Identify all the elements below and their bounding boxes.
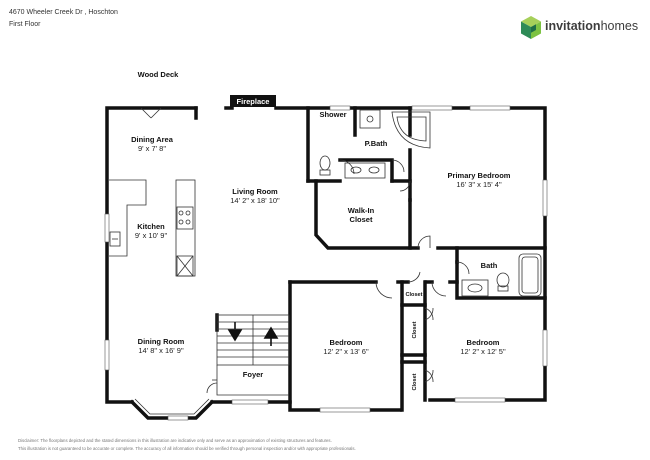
windows [104,105,548,421]
closet-low-label: Closet [412,373,418,390]
property-address: 4670 Wheeler Creek Dr , Hoschton [9,9,118,16]
cube-logo-icon [521,16,541,39]
living-room-label: Living Room [232,187,278,196]
disclaimer-line-1: Disclaimer: The floorplans depicted and … [18,438,332,443]
dining-area-label: Dining Area [131,135,174,144]
bedroom-1-label: Bedroom [330,338,363,347]
kitchen-fixtures [109,179,196,277]
wood-deck-label: Wood Deck [138,70,180,79]
bath-label: Bath [481,261,498,270]
stairs [216,314,290,366]
bathtub-icon [391,111,431,149]
shower-label: Shower [319,110,346,119]
interior-walls [194,106,547,412]
stair-down-arrow-icon [227,322,243,342]
toilet-icon-2 [496,272,510,288]
fireplace-box [230,95,276,107]
floor-label: First Floor [9,21,41,28]
dining-area-dim: 9' x 7' 8" [138,144,166,153]
walk-in-closet-label-2: Closet [350,215,373,224]
toilet-icon [319,155,331,171]
bay-window [129,398,215,420]
walk-in-closet-label: Walk-In [348,206,375,215]
disclaimer-line-2: This illustration is not guaranteed to b… [18,446,356,451]
brand-logo: invitationhomes [519,15,644,41]
brand-name: invitationhomes [545,19,639,33]
stair-up-arrow-icon [263,326,279,346]
dining-room-dim: 14' 8" x 16' 9" [138,346,184,355]
bathtub-icon-2 [518,253,542,297]
foyer-entry [206,365,289,405]
foyer-label: Foyer [243,370,264,379]
bedroom-2-dim: 12' 2" x 12' 5" [460,347,506,356]
dining-room-label: Dining Room [138,337,185,346]
closet-mid-label: Closet [412,321,418,338]
bath-fixtures [319,109,542,297]
living-room-dim: 14' 2" x 18' 10" [230,196,280,205]
kitchen-dim: 9' x 10' 9" [135,231,168,240]
doors [140,107,470,383]
exterior-walls [105,106,547,412]
primary-bedroom-label: Primary Bedroom [448,171,511,180]
fireplace-label: Fireplace [237,97,270,106]
bedroom-2-label: Bedroom [467,338,500,347]
primary-bedroom-dim: 16' 3" x 15' 4" [456,180,502,189]
stove-icon [176,206,194,230]
p-bath-label: P.Bath [365,139,388,148]
bedroom-1-dim: 12' 2" x 13' 6" [323,347,369,356]
fridge-icon [176,255,194,277]
closet-top-label: Closet [405,292,422,298]
kitchen-label: Kitchen [137,222,165,231]
